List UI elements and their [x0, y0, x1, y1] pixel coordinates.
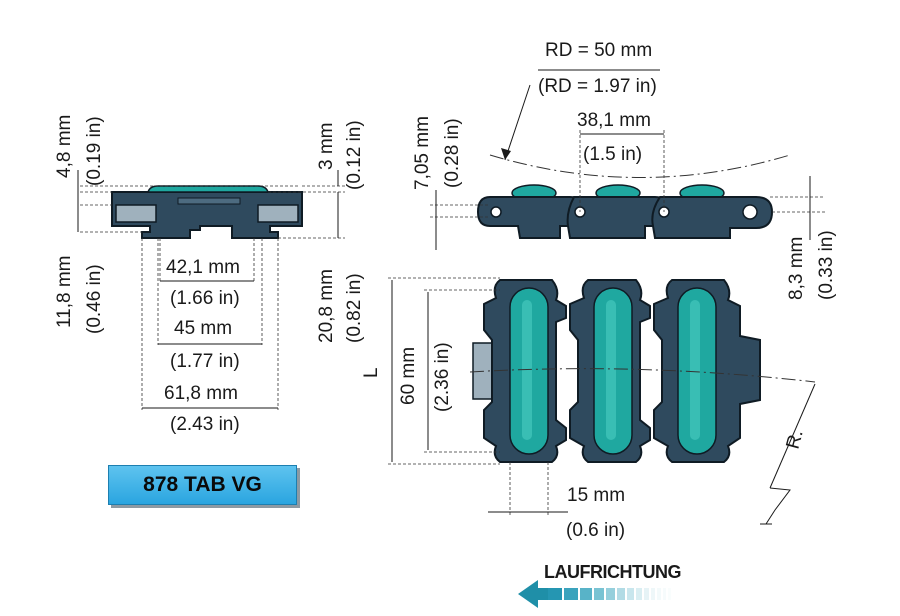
top-offset-in: (0.6 in) [566, 520, 625, 541]
side-height-right-mm: 8,3 mm [786, 237, 807, 300]
top-width-in: (2.36 in) [432, 342, 453, 412]
front-view: 4,8 mm (0.19 in) 11,8 mm (0.46 in) 3 mm … [54, 115, 365, 435]
front-view-slot [177, 197, 241, 205]
front-width-2-mm: 45 mm [174, 318, 232, 339]
direction-label: LAUFRICHTUNG [544, 562, 681, 582]
front-dim-bottom-left-in: (0.46 in) [84, 264, 105, 334]
side-rd-in: (RD = 1.97 in) [538, 76, 657, 97]
side-pitch-in: (1.5 in) [583, 144, 642, 165]
front-width-1-in: (1.66 in) [170, 288, 240, 309]
front-dim-top-left-mm: 4,8 mm [54, 115, 75, 178]
front-view-pin-left [115, 204, 157, 223]
front-dim-right-height-mm: 20,8 mm [316, 269, 337, 343]
arrow-left-icon [518, 580, 548, 608]
top-view: L 60 mm (2.36 in) 15 mm (0.6 in) R. [361, 277, 816, 541]
top-length-label: L [361, 367, 382, 378]
side-view: RD = 50 mm (RD = 1.97 in) 38,1 mm (1.5 i… [412, 40, 837, 300]
top-radius-label: R. [783, 428, 808, 452]
direction-arrow [518, 580, 671, 608]
model-badge: 878 TAB VG [108, 465, 297, 505]
top-offset-mm: 15 mm [567, 485, 625, 506]
side-height-left-in: (0.28 in) [442, 118, 463, 188]
front-width-3-in: (2.43 in) [170, 414, 240, 435]
side-view-link-3 [651, 196, 774, 239]
front-width-3-mm: 61,8 mm [164, 383, 238, 404]
top-width-mm: 60 mm [398, 347, 419, 405]
front-dim-top-left-in: (0.19 in) [84, 116, 105, 186]
front-dim-top-right-in: (0.12 in) [344, 120, 365, 190]
front-view-body [111, 191, 303, 239]
side-pitch-mm: 38,1 mm [577, 110, 651, 131]
side-height-right-in: (0.33 in) [816, 230, 837, 300]
front-view-top-plate [146, 185, 270, 193]
side-height-left-mm: 7,05 mm [412, 116, 433, 190]
front-width-2-in: (1.77 in) [170, 351, 240, 372]
front-dim-right-height-in: (0.82 in) [344, 273, 365, 343]
side-rd-mm: RD = 50 mm [545, 40, 652, 61]
front-dim-top-right-mm: 3 mm [316, 123, 337, 171]
front-view-pin-right [257, 204, 299, 223]
front-width-1-mm: 42,1 mm [166, 257, 240, 278]
front-dim-bottom-left-mm: 11,8 mm [54, 255, 75, 328]
